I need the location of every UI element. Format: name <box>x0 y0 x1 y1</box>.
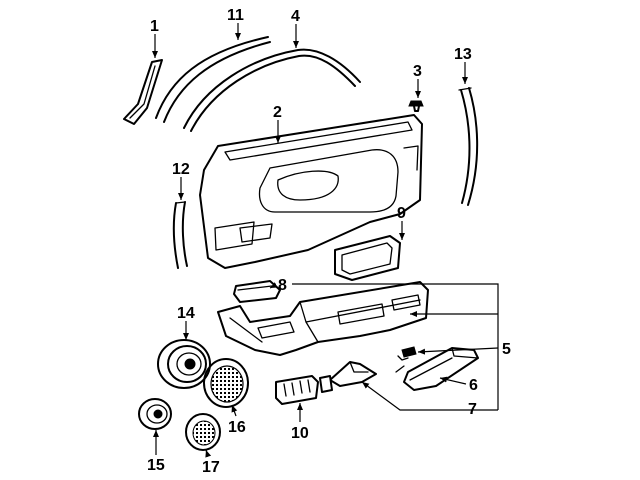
part-7-bracket <box>329 361 377 387</box>
callout-3: 3 <box>413 63 422 80</box>
callout-13: 13 <box>454 46 472 63</box>
callout-6: 6 <box>469 377 478 394</box>
part-3-clip <box>408 100 424 112</box>
callout-2: 2 <box>273 104 282 121</box>
part-17-tweeter-grille <box>185 413 221 451</box>
part-10-switch-panel <box>275 375 333 405</box>
part-4-roof-weatherstrip <box>183 48 361 132</box>
armrest-assembly <box>217 281 429 356</box>
callout-7: 7 <box>468 401 477 418</box>
callout-15: 15 <box>147 457 165 474</box>
part-14-speaker <box>157 339 211 389</box>
part-5-switch <box>395 346 417 373</box>
callout-labels: 1 11 4 3 13 2 12 9 8 5 6 7 10 14 15 16 1… <box>147 7 511 476</box>
part-13-rear-seal <box>458 87 479 206</box>
callout-1: 1 <box>150 18 159 35</box>
part-8-bezel <box>233 280 281 303</box>
part-9-pull-cup <box>334 235 401 281</box>
callout-10: 10 <box>291 425 309 442</box>
part-11-frame-molding <box>155 36 271 123</box>
leader-lines <box>152 23 499 458</box>
callout-16: 16 <box>228 419 246 436</box>
part-1-pillar-molding <box>123 59 163 125</box>
callout-5: 5 <box>502 341 511 358</box>
callout-17: 17 <box>202 459 220 476</box>
callout-12: 12 <box>172 161 190 178</box>
part-2-door-trim-panel <box>199 114 423 269</box>
callout-11: 11 <box>227 7 244 24</box>
part-12-lower-molding <box>172 201 188 269</box>
callout-14: 14 <box>177 305 195 322</box>
callout-9: 9 <box>397 205 406 222</box>
part-15-tweeter <box>138 398 172 430</box>
callout-4: 4 <box>291 8 300 25</box>
part-16-speaker-grille <box>203 358 249 408</box>
callout-8: 8 <box>278 277 287 294</box>
